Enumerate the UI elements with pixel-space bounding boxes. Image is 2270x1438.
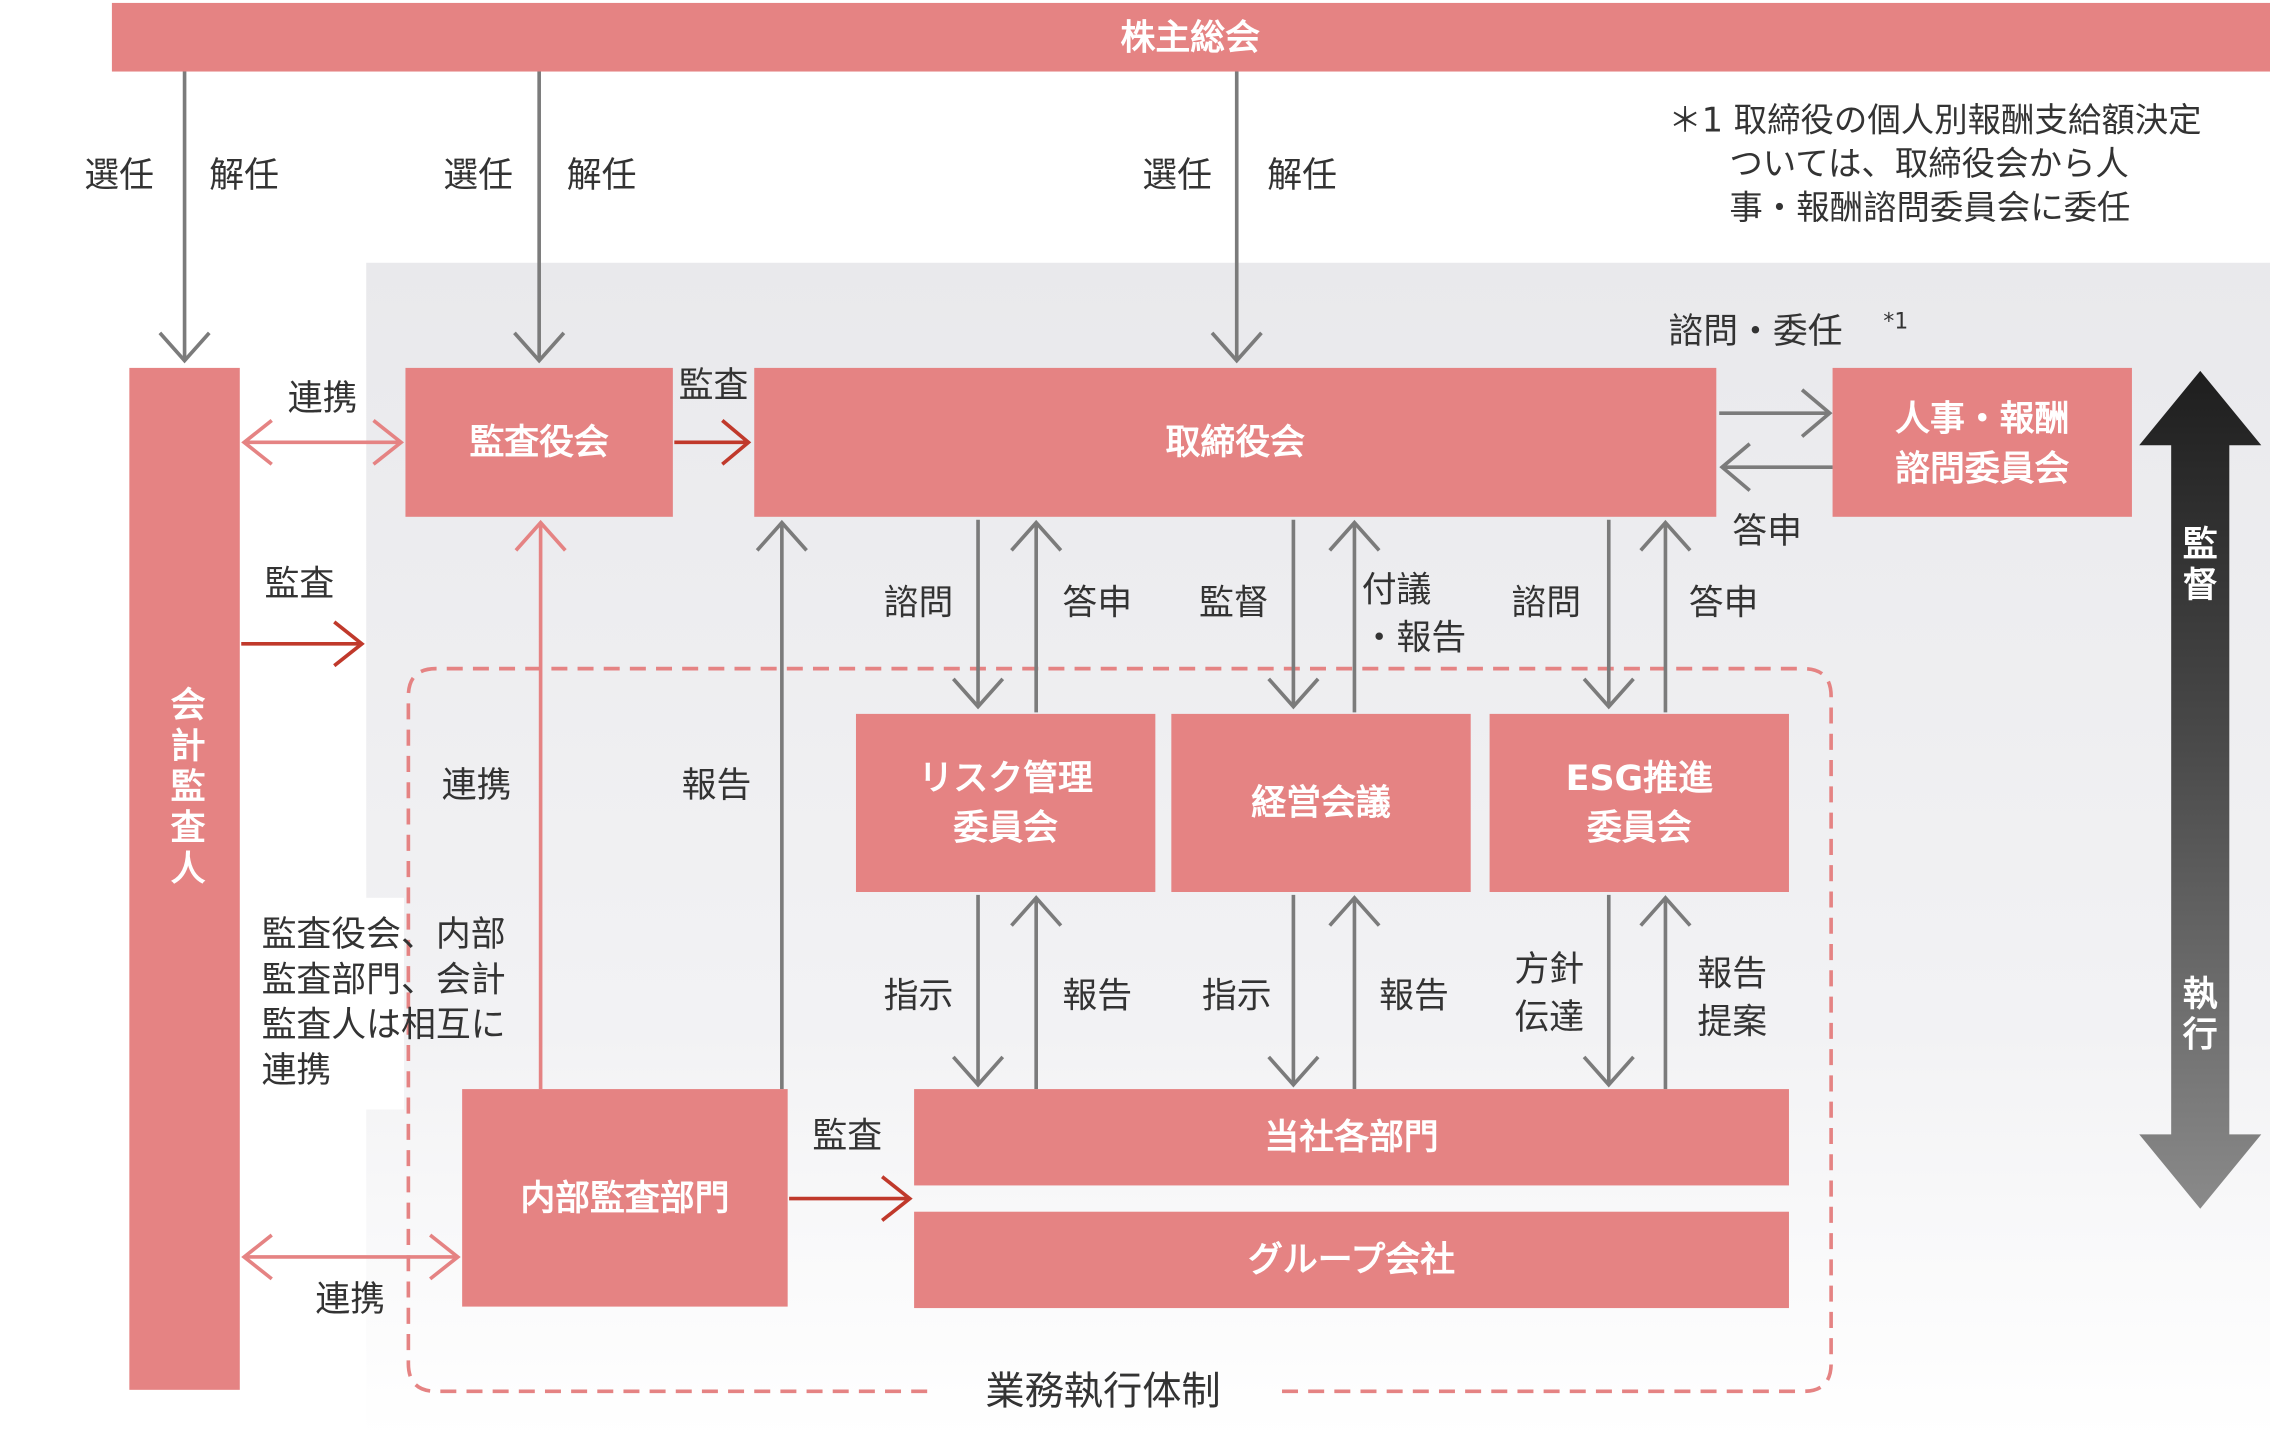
select-label-3: 選任 bbox=[1142, 156, 1212, 196]
proposal-label-1: 付議 bbox=[1362, 570, 1432, 610]
mutual-note-line1: 監査役会、内部 bbox=[262, 915, 506, 955]
dismiss-label-3: 解任 bbox=[1267, 156, 1337, 196]
accounting-auditor-box bbox=[129, 367, 240, 1390]
esg-committee-label-2: 委員会 bbox=[1587, 808, 1692, 848]
nomination-committee-label-2: 諮問委員会 bbox=[1895, 449, 2069, 489]
instruct-arrow-1 bbox=[951, 894, 1005, 1088]
audit-board-label: 監査役会 bbox=[469, 423, 608, 463]
mutual-note-line4: 連携 bbox=[262, 1051, 332, 1091]
report-label-2: 報告 bbox=[1379, 976, 1449, 1016]
consult-label-esg: 諮問 bbox=[1511, 584, 1581, 624]
reply-label-esg: 答申 bbox=[1689, 584, 1759, 624]
footnote-line2: ついては、取締役会から人 bbox=[1729, 144, 2128, 183]
proposal-label-2: ・報告 bbox=[1362, 619, 1467, 659]
shareholders-box bbox=[111, 2, 2270, 72]
consult-arrow-esg bbox=[1582, 519, 1635, 710]
election-arrow-board bbox=[1210, 71, 1263, 364]
departments-box bbox=[914, 1089, 1789, 1186]
mutual-note-line2: 監査部門、会計 bbox=[262, 960, 506, 1000]
audit-label-left: 監査 bbox=[265, 565, 335, 605]
execute-vertical-1: 執 bbox=[2183, 975, 2218, 1015]
board-label: 取締役会 bbox=[1166, 423, 1305, 463]
internal-audit-box bbox=[462, 1089, 788, 1307]
accounting-auditor-label: 会計監査人 bbox=[165, 686, 205, 891]
select-label-1: 選任 bbox=[84, 156, 154, 196]
report-arrow-1 bbox=[1010, 895, 1063, 1090]
footnote-line1: ＊1 取締役の個人別報酬支給額決定 bbox=[1668, 100, 2201, 139]
coop-label-bottom: 連携 bbox=[315, 1280, 385, 1320]
shareholders-label: 株主総会 bbox=[1121, 19, 1260, 59]
audit-arrow-internal bbox=[789, 1175, 913, 1222]
risk-committee-label-1: リスク管理 bbox=[919, 759, 1093, 799]
report-label-1: 報告 bbox=[1062, 976, 1132, 1016]
esg-committee-box bbox=[1489, 713, 1789, 892]
supervision-execution-arrow bbox=[2139, 370, 2262, 1209]
audit-label-board: 監査 bbox=[679, 366, 749, 406]
report-arrow-internal-board bbox=[755, 519, 808, 1090]
supervise-vertical-1: 監 bbox=[2183, 525, 2218, 565]
dismiss-label-2: 解任 bbox=[567, 156, 637, 196]
policy-arrow bbox=[1582, 894, 1635, 1088]
reply-arrow-nomination bbox=[1719, 442, 1833, 492]
coop-arrow-bottom bbox=[241, 1233, 461, 1281]
report-arrow-2 bbox=[1328, 895, 1381, 1090]
dismiss-label-1: 解任 bbox=[209, 156, 279, 196]
supervise-vertical-2: 督 bbox=[2183, 566, 2218, 606]
election-arrow-audit-board bbox=[513, 71, 566, 364]
proposal-report-arrow bbox=[1328, 519, 1381, 713]
audit-label-internal: 監査 bbox=[812, 1116, 882, 1156]
report-proposal-label-1: 報告 bbox=[1697, 954, 1767, 994]
internal-audit-label: 内部監査部門 bbox=[520, 1179, 729, 1219]
esg-committee-label-1: ESG推進 bbox=[1566, 759, 1713, 799]
supervise-label: 監督 bbox=[1199, 584, 1269, 624]
consult-arrow-risk bbox=[951, 519, 1005, 710]
group-companies-box bbox=[914, 1211, 1789, 1309]
coop-label-mid: 連携 bbox=[442, 766, 512, 806]
departments-label: 当社各部門 bbox=[1264, 1117, 1438, 1158]
election-arrow-auditors bbox=[158, 71, 211, 364]
reply-arrow-esg bbox=[1639, 519, 1692, 713]
risk-committee-box bbox=[855, 713, 1156, 892]
consult-delegate-superscript: *1 bbox=[1883, 309, 1908, 334]
coop-arrow-internal-audit-board bbox=[514, 519, 567, 1090]
coop-arrow-top bbox=[241, 419, 405, 466]
management-meeting-label: 経営会議 bbox=[1251, 784, 1390, 824]
reply-label-risk: 答申 bbox=[1062, 584, 1132, 624]
consult-label-risk: 諮問 bbox=[884, 584, 954, 624]
consult-delegate-arrow bbox=[1719, 388, 1833, 438]
policy-label-2: 伝達 bbox=[1514, 998, 1584, 1038]
management-meeting-box bbox=[1171, 713, 1471, 892]
execution-system-boundary bbox=[406, 666, 1833, 1394]
consult-delegate-label: 諮問・委任 bbox=[1668, 312, 1842, 352]
select-label-2: 選任 bbox=[443, 156, 513, 196]
report-proposal-arrow bbox=[1639, 895, 1692, 1090]
group-companies-label: グループ会社 bbox=[1248, 1241, 1455, 1281]
instruct-label-2: 指示 bbox=[1202, 976, 1272, 1016]
nomination-committee-label-1: 人事・報酬 bbox=[1895, 400, 2069, 440]
audit-board-box bbox=[405, 367, 673, 517]
nomination-committee-box bbox=[1832, 367, 2132, 517]
note-backdrop bbox=[241, 897, 405, 1110]
coop-label-top: 連携 bbox=[288, 379, 358, 419]
instruct-arrow-2 bbox=[1267, 894, 1320, 1088]
reply-arrow-risk bbox=[1010, 519, 1063, 713]
reply-label-nomination: 答申 bbox=[1732, 512, 1802, 552]
instruct-label-1: 指示 bbox=[884, 976, 954, 1016]
supervise-arrow bbox=[1267, 519, 1320, 710]
risk-committee-label-2: 委員会 bbox=[953, 808, 1058, 848]
report-label-internal: 報告 bbox=[682, 766, 752, 806]
footnote-line3: 事・報酬諮問委員会に委任 bbox=[1729, 188, 2130, 227]
mutual-note-line3: 監査人は相互に bbox=[262, 1005, 506, 1045]
report-proposal-label-2: 提案 bbox=[1697, 1003, 1767, 1043]
board-box bbox=[754, 367, 1717, 517]
execute-vertical-2: 行 bbox=[2183, 1016, 2218, 1056]
execution-system-label: 業務執行体制 bbox=[985, 1369, 1220, 1414]
audit-arrow-left bbox=[241, 620, 365, 668]
audit-arrow-board bbox=[674, 419, 752, 466]
policy-label-1: 方針 bbox=[1514, 950, 1584, 990]
